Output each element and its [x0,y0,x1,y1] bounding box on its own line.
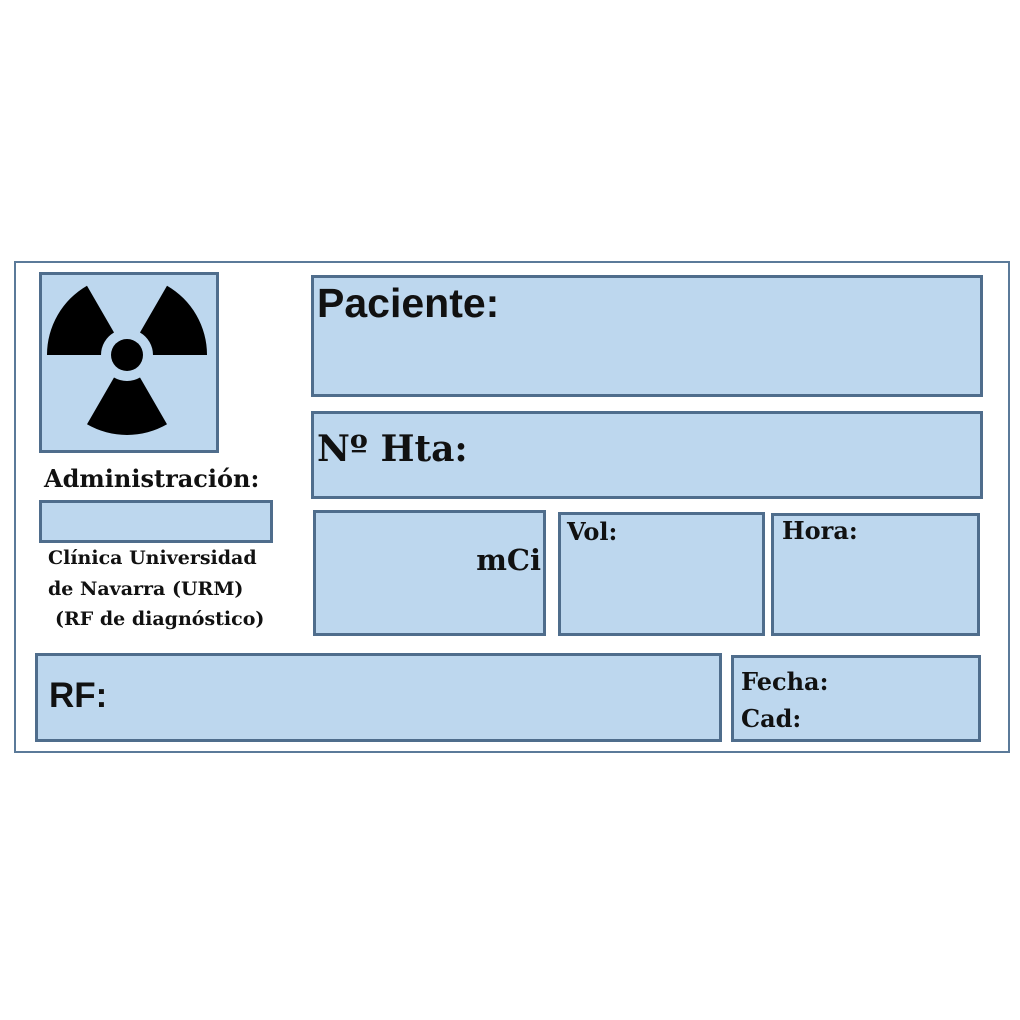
hora-field[interactable]: Hora: [771,513,980,636]
fecha-cad-field[interactable]: Fecha: Cad: [731,655,981,742]
activity-unit: mCi [476,543,541,577]
nhta-label: Nº Hta: [317,428,468,470]
clinic-line-2: de Navarra (URM) [48,578,244,600]
clinic-line-3: (RF de diagnóstico) [55,608,265,630]
radiation-symbol-box [39,272,219,453]
hora-label: Hora: [782,516,858,545]
paciente-field[interactable]: Paciente: [311,275,983,397]
cad-label: Cad: [741,704,802,733]
vol-label: Vol: [567,517,618,546]
rf-label: RF: [49,676,108,715]
nhta-field[interactable]: Nº Hta: [311,411,983,499]
paciente-label: Paciente: [317,280,500,326]
clinic-line-1: Clínica Universidad [48,547,257,569]
rf-field[interactable]: RF: [35,653,722,742]
activity-field[interactable]: mCi [313,510,546,636]
administracion-label: Administración: [44,464,260,493]
fecha-label: Fecha: [741,667,829,696]
vol-field[interactable]: Vol: [558,512,765,636]
radiation-icon [46,285,208,436]
administracion-field[interactable] [39,500,273,543]
